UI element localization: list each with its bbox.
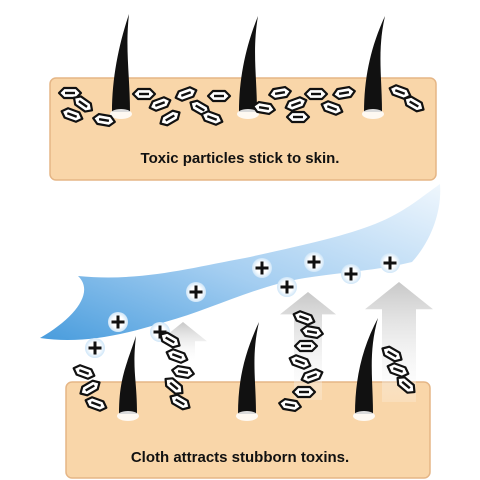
- toxin-particle-icon: [60, 107, 84, 123]
- hair-strand-icon: [236, 322, 259, 421]
- toxin-particle-icon: [131, 87, 157, 101]
- toxin-particle-icon: [285, 110, 311, 124]
- toxin-particle-icon: [303, 87, 329, 101]
- hair-group-top: [110, 14, 385, 119]
- toxin-particle-icon: [159, 109, 181, 127]
- toxin-particle-icon: [386, 362, 410, 378]
- hair-strand-icon: [237, 16, 259, 119]
- toxin-particle-icon: [284, 96, 308, 112]
- hair-strand-icon: [117, 336, 139, 421]
- toxin-particle-icon: [278, 397, 302, 413]
- toxin-particle-icon: [72, 364, 96, 380]
- positive-charge-icon: [108, 312, 128, 332]
- toxin-particle-icon: [292, 310, 316, 326]
- hair-strand-icon: [362, 16, 385, 119]
- toxin-particle-icon: [388, 84, 412, 100]
- caption-bottom: Cloth attracts stubborn toxins.: [130, 449, 350, 466]
- positive-charge-icon: [380, 253, 400, 273]
- toxin-particle-icon: [169, 393, 191, 411]
- toxin-particle-icon: [252, 100, 276, 116]
- toxin-group-bottom: [72, 310, 416, 413]
- bottom-panel: [40, 184, 441, 479]
- toxin-particle-icon: [171, 364, 195, 380]
- toxin-particle-icon: [92, 112, 116, 128]
- toxin-particle-icon: [206, 89, 232, 103]
- toxin-particle-icon: [79, 379, 101, 397]
- toxin-particle-icon: [293, 339, 319, 353]
- toxin-particle-icon: [291, 385, 317, 399]
- toxin-particle-icon: [300, 368, 324, 384]
- toxin-particle-icon: [148, 96, 172, 112]
- toxin-particle-icon: [164, 377, 184, 395]
- toxin-particle-icon: [332, 85, 356, 101]
- positive-charge-icon: [186, 282, 206, 302]
- positive-charge-icon: [252, 258, 272, 278]
- positive-charge-icon: [341, 264, 361, 284]
- positive-charge-icon: [304, 252, 324, 272]
- hair-strand-icon: [110, 14, 132, 119]
- caption-top: Toxic particles stick to skin.: [140, 150, 340, 167]
- toxin-particle-icon: [320, 100, 344, 116]
- toxin-particle-icon: [84, 396, 108, 412]
- toxin-particle-icon: [174, 86, 198, 102]
- toxin-particle-icon: [165, 348, 189, 364]
- toxin-particle-icon: [403, 95, 425, 113]
- upward-arrow-icon: [365, 282, 433, 402]
- toxin-particle-icon: [72, 95, 94, 113]
- positive-charge-icon: [85, 338, 105, 358]
- cloth: [40, 184, 441, 341]
- toxin-particle-icon: [396, 376, 416, 394]
- toxin-particle-icon: [300, 324, 324, 340]
- hair-group-bottom: [117, 318, 378, 421]
- top-panel: [49, 14, 437, 181]
- toxin-particle-icon: [200, 110, 224, 126]
- charge-group: [85, 252, 400, 358]
- toxin-particle-icon: [381, 345, 403, 363]
- toxin-particle-icon: [288, 354, 312, 370]
- toxin-particle-icon: [57, 86, 83, 100]
- toxin-particle-icon: [268, 85, 292, 101]
- toxin-particle-icon: [159, 331, 181, 349]
- positive-charge-icon: [277, 277, 297, 297]
- hair-strand-icon: [353, 318, 378, 421]
- toxin-group-top: [57, 84, 425, 128]
